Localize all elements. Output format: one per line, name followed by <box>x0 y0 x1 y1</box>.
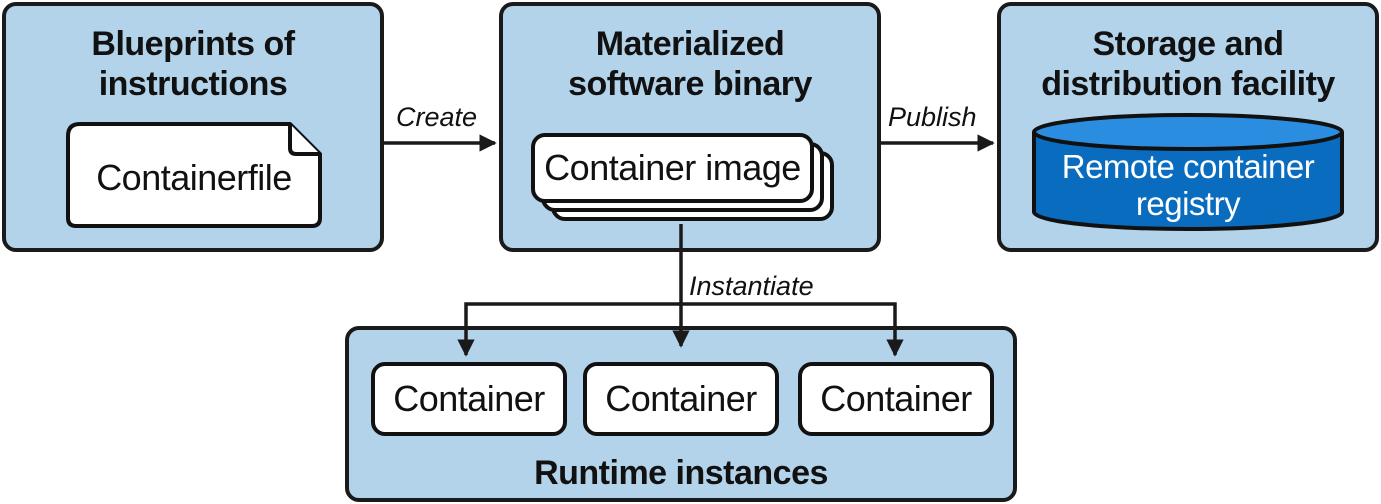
instantiate-arrows <box>457 224 904 357</box>
storage-title: Storage and distribution facility <box>1041 25 1335 103</box>
runtime-title: Runtime instances <box>534 454 828 492</box>
registry-label: Remote container registry <box>1061 148 1315 222</box>
containerfile-label: Containerfile <box>96 157 292 198</box>
instantiate-label: Instantiate <box>689 271 814 301</box>
database-cylinder-icon <box>1032 113 1344 231</box>
container-card-3: Container <box>798 362 994 436</box>
binary-title: Materialized software binary <box>568 25 812 103</box>
blueprints-title: Blueprints of instructions <box>91 25 295 103</box>
container-card-2: Container <box>583 362 779 436</box>
publish-label: Publish <box>888 102 977 132</box>
document-icon <box>66 122 322 228</box>
create-label: Create <box>396 102 478 132</box>
container-card-1: Container <box>371 362 567 436</box>
container-image-card: Container image <box>531 133 814 203</box>
